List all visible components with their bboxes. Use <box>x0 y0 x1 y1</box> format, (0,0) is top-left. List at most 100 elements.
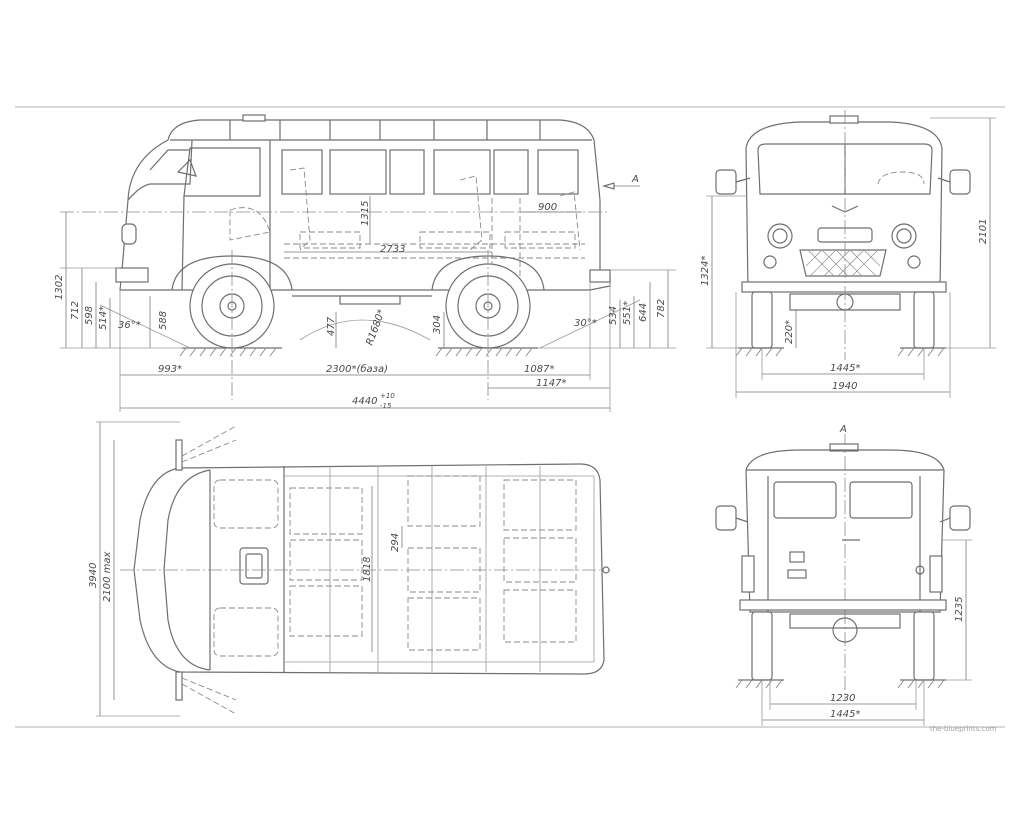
side-ground <box>179 347 538 357</box>
front-steering-wheel <box>877 171 925 185</box>
top-door-swing-left-b <box>181 439 237 463</box>
top-dim-2100: 2100 max <box>102 552 113 602</box>
dim-overhang-front: 993* <box>158 364 182 375</box>
dim-overall-length-tol-bot: -15 <box>380 402 392 410</box>
side-headlight <box>121 223 137 245</box>
side-interior-dashed <box>229 167 585 290</box>
side-rear-bumper <box>589 269 611 283</box>
dim-h-598: 598 <box>84 306 95 325</box>
front-view: 2101 1324* 220* 1445* 1940 <box>700 110 996 398</box>
side-fuel-tank <box>339 295 401 305</box>
top-dim-3940: 3940 <box>88 563 99 588</box>
front-dim-clearance: 220* <box>784 320 795 344</box>
front-mirror-arm-left <box>735 177 751 183</box>
watermark: the-blueprints.com <box>930 725 997 733</box>
rear-wheel-right <box>913 611 935 681</box>
side-vertical-dims-right <box>538 269 676 349</box>
rear-plate-light <box>787 569 807 579</box>
side-approach-angle-line <box>99 304 191 349</box>
dim-overall-length-tol-top: +10 <box>380 392 395 400</box>
front-dim-width-1940: 1940 <box>832 381 857 392</box>
rear-dim-track-1230: 1230 <box>830 693 855 704</box>
dim-wheelbase: 2300*(база) <box>326 363 388 375</box>
front-roof-vent <box>829 115 859 124</box>
dim-h-712: 712 <box>70 301 81 320</box>
top-seat-front-left <box>213 479 279 529</box>
top-door-swing-left-a <box>181 425 237 457</box>
side-view: A 993* 2300*(база) 1087* 1147* 4440 +10 … <box>54 114 676 412</box>
front-ground <box>735 347 946 357</box>
rear-ground <box>735 679 946 689</box>
rear-body-outline <box>745 449 945 613</box>
dim-radius: R1680* <box>364 308 387 347</box>
dim-h-782: 782 <box>656 299 667 318</box>
top-tow-hook <box>602 566 610 574</box>
rear-axle <box>789 613 901 629</box>
top-door-swing-right-a <box>181 683 237 715</box>
rear-window-left <box>773 481 837 519</box>
rear-dim-track-1445: 1445* <box>830 709 860 720</box>
side-body-outline <box>119 119 611 291</box>
front-headlight-right <box>891 223 917 249</box>
front-body-outline <box>745 121 943 291</box>
front-wheel-left <box>751 291 773 349</box>
side-view-arrow-label: A <box>631 174 639 185</box>
rear-roof-vent <box>829 443 859 452</box>
rear-mirror-left <box>715 505 737 531</box>
rear-bumper <box>739 599 947 611</box>
front-dim-h-1324: 1324* <box>700 256 711 286</box>
front-bumper <box>741 281 947 293</box>
rear-differential <box>832 617 858 643</box>
side-mirror <box>176 158 197 177</box>
side-horizontal-dims <box>119 282 611 412</box>
dim-h-534: 534 <box>608 306 619 325</box>
rear-taillight-right <box>929 555 943 593</box>
rear-view-marker: A <box>839 424 847 435</box>
front-indicator-left <box>763 255 777 269</box>
dim-int-2733: 2733 <box>380 244 405 255</box>
dim-h-644: 644 <box>638 303 649 322</box>
front-dim-track-1445: 1445* <box>830 363 860 374</box>
front-mirror-left <box>715 169 737 195</box>
front-headlight-left <box>767 223 793 249</box>
side-front-bumper <box>115 267 149 283</box>
dim-h-304: 304 <box>432 315 443 334</box>
top-roof-hatch <box>239 547 269 585</box>
top-dim-1818: 1818 <box>362 557 373 582</box>
dim-h-1315: 1315 <box>360 201 371 226</box>
dim-rear-1147: 1147* <box>536 378 566 389</box>
side-roof-rack <box>229 114 541 140</box>
front-windshield <box>757 143 933 195</box>
top-passenger-seats <box>289 475 577 651</box>
front-mirror-arm-right <box>937 177 951 183</box>
front-mirror-right <box>949 169 971 195</box>
rear-emblem <box>789 551 805 563</box>
dim-overhang-rear: 1087* <box>524 364 554 375</box>
front-indicator-right <box>907 255 921 269</box>
dim-int-900: 900 <box>538 202 557 213</box>
dim-angle-rear: 30°* <box>574 318 597 329</box>
dim-overall-length: 4440 <box>352 396 377 407</box>
dim-h-588: 588 <box>158 311 169 330</box>
top-mirror-right <box>175 671 183 701</box>
top-roof-rack <box>284 466 595 672</box>
side-windows <box>149 147 579 197</box>
dim-angle-front: 36°* <box>118 320 141 331</box>
rear-reflector <box>915 565 925 575</box>
dim-h-477: 477 <box>326 316 337 336</box>
side-ramp-arc <box>299 319 431 341</box>
rear-wheel-left <box>751 611 773 681</box>
side-hood-line <box>127 139 193 201</box>
top-view: 3940 2100 max 1818 294 <box>88 421 610 717</box>
top-dim-294: 294 <box>390 533 401 552</box>
top-mirror-left <box>175 439 183 471</box>
dim-h-551: 551* <box>622 301 633 325</box>
dim-h-514: 514* <box>98 306 109 330</box>
rear-dim-h-1235: 1235 <box>954 597 965 622</box>
front-grille <box>799 249 887 277</box>
side-front-door-line <box>181 195 185 291</box>
rear-window-right <box>849 481 913 519</box>
front-dim-height-2101: 2101 <box>978 219 989 244</box>
rear-view: A <box>715 424 972 726</box>
